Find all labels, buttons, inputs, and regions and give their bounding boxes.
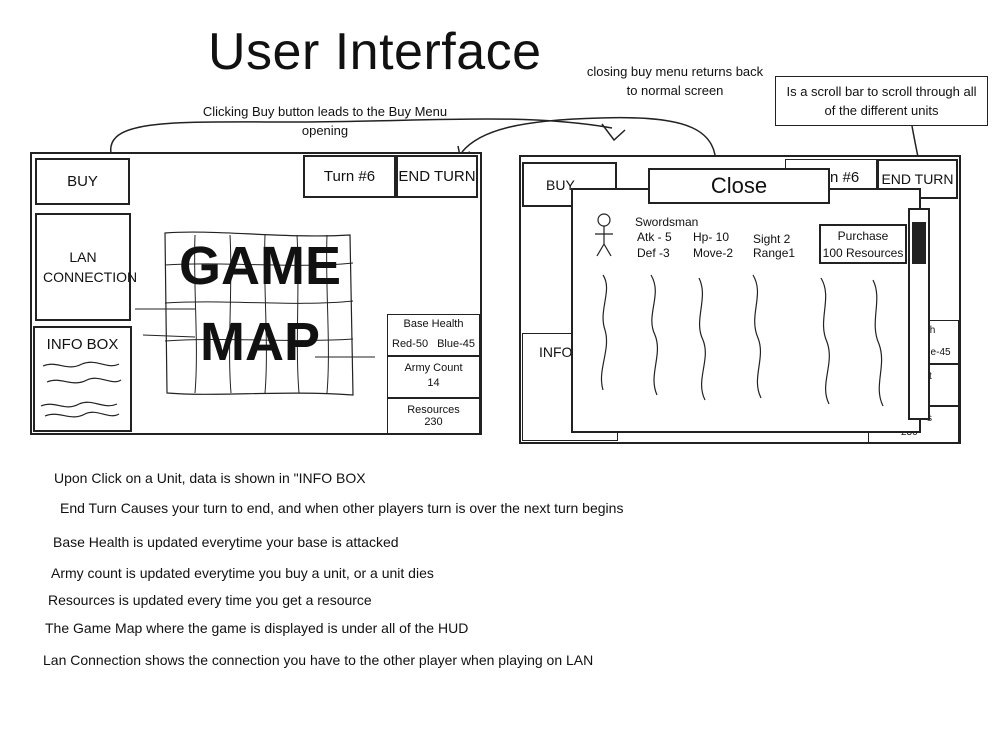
info-partial-label: INFO: [539, 344, 573, 360]
game-map-line1: GAME: [179, 236, 341, 296]
resources-panel: Resources 230: [387, 398, 480, 434]
army-count-value: 14: [427, 377, 440, 389]
unit-def: Def -3: [637, 246, 670, 260]
scroll-note-box: Is a scroll bar to scroll through all of…: [775, 76, 988, 126]
end-turn-2-label: END TURN: [881, 171, 954, 187]
description-lan: Lan Connection shows the connection you …: [43, 652, 594, 668]
info-box-scribble: [40, 361, 122, 418]
resources-value: 230: [424, 416, 443, 428]
unit-stick-figure-icon: [595, 213, 613, 257]
turn-label: Turn #6: [323, 168, 376, 185]
game-map-line2: MAP: [200, 312, 320, 372]
lan-connection-label: LAN CONNECTION: [43, 249, 138, 285]
description-base-health: Base Health is updated everytime your ba…: [53, 534, 399, 550]
unit-hp: Hp- 10: [693, 230, 730, 244]
buy-button-2-label: BUY: [546, 176, 575, 193]
unit-sight: Sight 2: [753, 232, 791, 246]
base-health-panel: Base Health Red-50 Blue-45: [387, 314, 480, 356]
description-army-count: Army count is updated everytime you buy …: [51, 565, 434, 581]
buy-button[interactable]: BUY: [35, 158, 130, 205]
unit-scrollbar[interactable]: [908, 208, 930, 420]
unit-atk: Atk - 5: [637, 230, 672, 244]
info-box-label: INFO BOX: [46, 336, 119, 353]
unit-range: Range1: [753, 246, 796, 260]
info-box-panel: INFO BOX: [33, 326, 132, 432]
army-count-panel: Army Count 14: [387, 356, 480, 398]
description-game-map: The Game Map where the game is displayed…: [45, 620, 469, 636]
buy-arrow-head: [601, 123, 626, 142]
turn-indicator: Turn #6: [303, 155, 396, 198]
buy-arrow-note: Clicking Buy button leads to the Buy Men…: [202, 104, 448, 138]
red-health-value: Red-50: [392, 338, 429, 350]
close-button[interactable]: Close: [648, 168, 830, 204]
game-map-label: GAME MAP: [160, 228, 360, 380]
resources-label: Resources: [407, 404, 460, 416]
scrollbar-thumb[interactable]: [912, 222, 926, 264]
description-end-turn: End Turn Causes your turn to end, and wh…: [60, 500, 624, 516]
lan-connection-panel: LAN CONNECTION: [35, 213, 138, 321]
close-label: Close: [710, 173, 768, 198]
buy-menu-popup: Swordsman Atk - 5 Def -3 Hp- 10 Move-2 S…: [571, 188, 921, 433]
purchase-cost: 100 Resources: [822, 246, 904, 260]
purchase-button[interactable]: Purchase 100 Resources: [819, 224, 907, 264]
end-turn-button[interactable]: END TURN: [396, 155, 478, 198]
side-partial-text-3: t: [929, 371, 932, 382]
base-health-label: Base Health: [403, 318, 464, 330]
turn-partial-label: n #6: [830, 169, 860, 186]
unit-name: Swordsman: [635, 215, 699, 229]
army-count-label: Army Count: [404, 362, 463, 374]
unit-list-placeholder: [600, 274, 884, 407]
buy-button-label: BUY: [67, 173, 98, 190]
side-partial-text-1: th: [927, 325, 936, 336]
blue-health-value: Blue-45: [437, 338, 475, 350]
description-resources: Resources is updated every time you get …: [48, 592, 372, 608]
side-partial-text-2: ue-45: [925, 347, 951, 358]
purchase-label: Purchase: [837, 229, 889, 243]
close-return-arrow: [461, 116, 717, 171]
end-turn-label: END TURN: [398, 168, 476, 185]
buy-to-menu-arrow: [109, 118, 613, 159]
close-note: closing buy menu returns back to normal …: [586, 64, 764, 98]
unit-move: Move-2: [693, 246, 734, 260]
page-title: User Interface: [208, 23, 542, 81]
description-info-box: Upon Click on a Unit, data is shown in "…: [54, 470, 366, 486]
game-map-sketch: [135, 231, 375, 396]
